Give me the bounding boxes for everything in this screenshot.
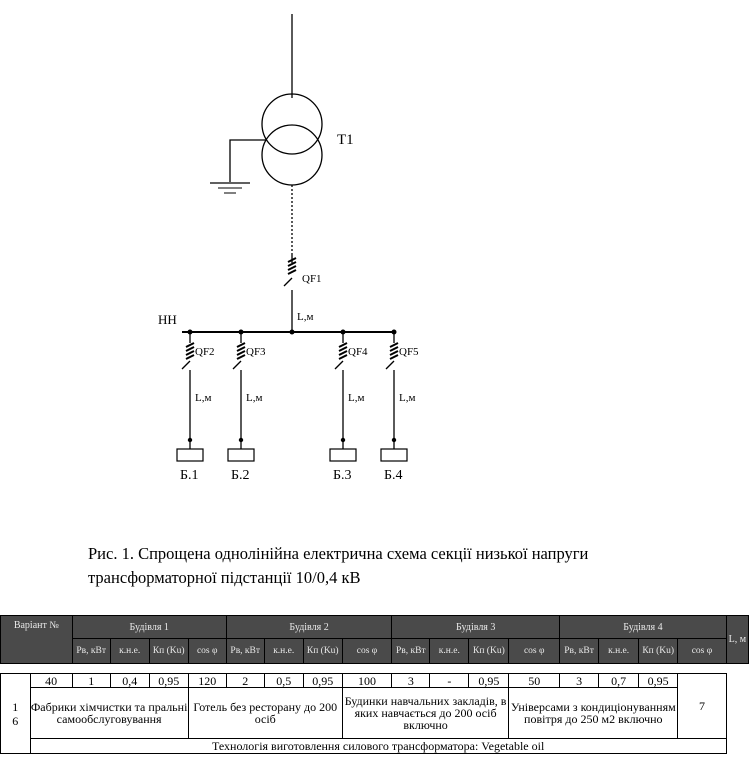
b3-kp: -: [429, 673, 470, 688]
sub-header-kp: Кп (Ku): [638, 638, 679, 664]
b1-name: Фабрики хімчистки та пральні самообслуго…: [29, 687, 189, 739]
b4-name: Універсами з кондиціонуванням повітря до…: [508, 687, 679, 739]
b2-k: 2: [225, 673, 265, 688]
bus-label: НН: [158, 312, 177, 327]
table-row: 16 40 1 0,4 0,95 120 2 0,5 0,95 100 3 - …: [0, 673, 749, 754]
load-box: [329, 448, 357, 462]
sub-header-k: к.н.е.: [429, 638, 470, 664]
sub-header-cos: cos φ: [508, 638, 561, 664]
single-line-diagram: T1 НН QF1 L,м QF2L,мБ.1QF3L,мБ.2QF4L,мБ.…: [158, 14, 419, 483]
sub-header-p: Pв, кВт: [391, 638, 431, 664]
b1-p: 40: [29, 673, 73, 688]
b4-cos: 0,95: [638, 673, 679, 688]
cable-label: L,м: [399, 392, 415, 404]
b2-cos: 0,95: [302, 673, 343, 688]
sub-header-kp: Кп (Ku): [148, 638, 189, 664]
b1-cos: 0,95: [148, 673, 189, 688]
load-label: Б.3: [333, 468, 352, 483]
transformer-label: T1: [337, 132, 354, 148]
b4-kp: 0,7: [598, 673, 640, 688]
cable-label: L,м: [246, 392, 262, 404]
b3-k: 3: [391, 673, 431, 688]
sub-header-k: к.н.е.: [263, 638, 304, 664]
b3-name: Будинки навчальних закладів, в яких навч…: [341, 687, 510, 739]
breaker-label: QF3: [246, 346, 266, 358]
sub-header-cos: cos φ: [677, 638, 727, 664]
b2-p: 120: [187, 673, 227, 688]
length-header: L, м: [725, 615, 749, 664]
qf1-contact: [283, 277, 293, 287]
load-label: Б.2: [231, 468, 250, 483]
b3-cos: 0,95: [468, 673, 510, 688]
b2-kp: 0,5: [263, 673, 304, 688]
cable-label: L,м: [195, 392, 211, 404]
variant-header: Варіант №: [0, 615, 73, 664]
sub-header-k: к.н.е.: [598, 638, 640, 664]
breaker-label: QF4: [348, 346, 368, 358]
breaker-label: QF5: [399, 346, 419, 358]
sub-header-k: к.н.е.: [109, 638, 150, 664]
qf1-label: QF1: [302, 273, 322, 285]
caption-line-1: Рис. 1. Спрощена однолінійна електрична …: [88, 544, 589, 563]
load-label: Б.4: [384, 468, 403, 483]
breaker-contact: [334, 360, 344, 370]
building-header-3: Будівля 3: [391, 615, 561, 639]
caption-line-2: трансформаторної підстанції 10/0,4 кВ: [88, 568, 361, 587]
b1-k: 1: [71, 673, 111, 688]
building-header-1: Будівля 1: [71, 615, 227, 639]
breaker-contact: [181, 360, 191, 370]
main-cable-label: L,м: [297, 311, 313, 323]
sub-header-cos: cos φ: [187, 638, 227, 664]
figure-caption: Рис. 1. Спрощена однолінійна електрична …: [88, 542, 728, 590]
b4-k: 3: [559, 673, 600, 688]
cable-label: L,м: [348, 392, 364, 404]
sub-header-kp: Кп (Ku): [468, 638, 510, 664]
b4-p: 50: [508, 673, 561, 688]
variant-value: 16: [12, 699, 19, 728]
b3-p: 100: [341, 673, 393, 688]
breaker-label: QF2: [195, 346, 215, 358]
sub-header-p: Pв, кВт: [71, 638, 111, 664]
sub-header-cos: cos φ: [341, 638, 393, 664]
transformer-winding-lv: [261, 124, 323, 186]
b1-kp: 0,4: [109, 673, 150, 688]
building-header-4: Будівля 4: [559, 615, 727, 639]
variant-table: Варіант № Будівля 1 Будівля 2 Будівля 3 …: [0, 615, 749, 754]
breaker-contact: [232, 360, 242, 370]
sub-header-p: Pв, кВт: [225, 638, 265, 664]
table-row: Фабрики хімчистки та пральні самообслуго…: [1, 687, 749, 739]
length-value: 7: [677, 673, 727, 739]
transformer-winding-hv: [261, 93, 323, 155]
load-box: [380, 448, 408, 462]
b2-name: Готель без ресторану до 200 осіб: [187, 687, 343, 739]
variant-cell: 16: [0, 673, 31, 754]
ground-lead: [229, 139, 266, 182]
sub-header-kp: Кп (Ku): [302, 638, 343, 664]
breaker-contact: [385, 360, 395, 370]
load-box: [227, 448, 255, 462]
building-header-2: Будівля 2: [225, 615, 393, 639]
load-box: [176, 448, 204, 462]
sub-header-p: Pв, кВт: [559, 638, 600, 664]
load-label: Б.1: [180, 468, 199, 483]
technology-note: Технологія виготовлення силового трансфо…: [29, 738, 727, 754]
table-row: Технологія виготовлення силового трансфо…: [1, 738, 749, 754]
